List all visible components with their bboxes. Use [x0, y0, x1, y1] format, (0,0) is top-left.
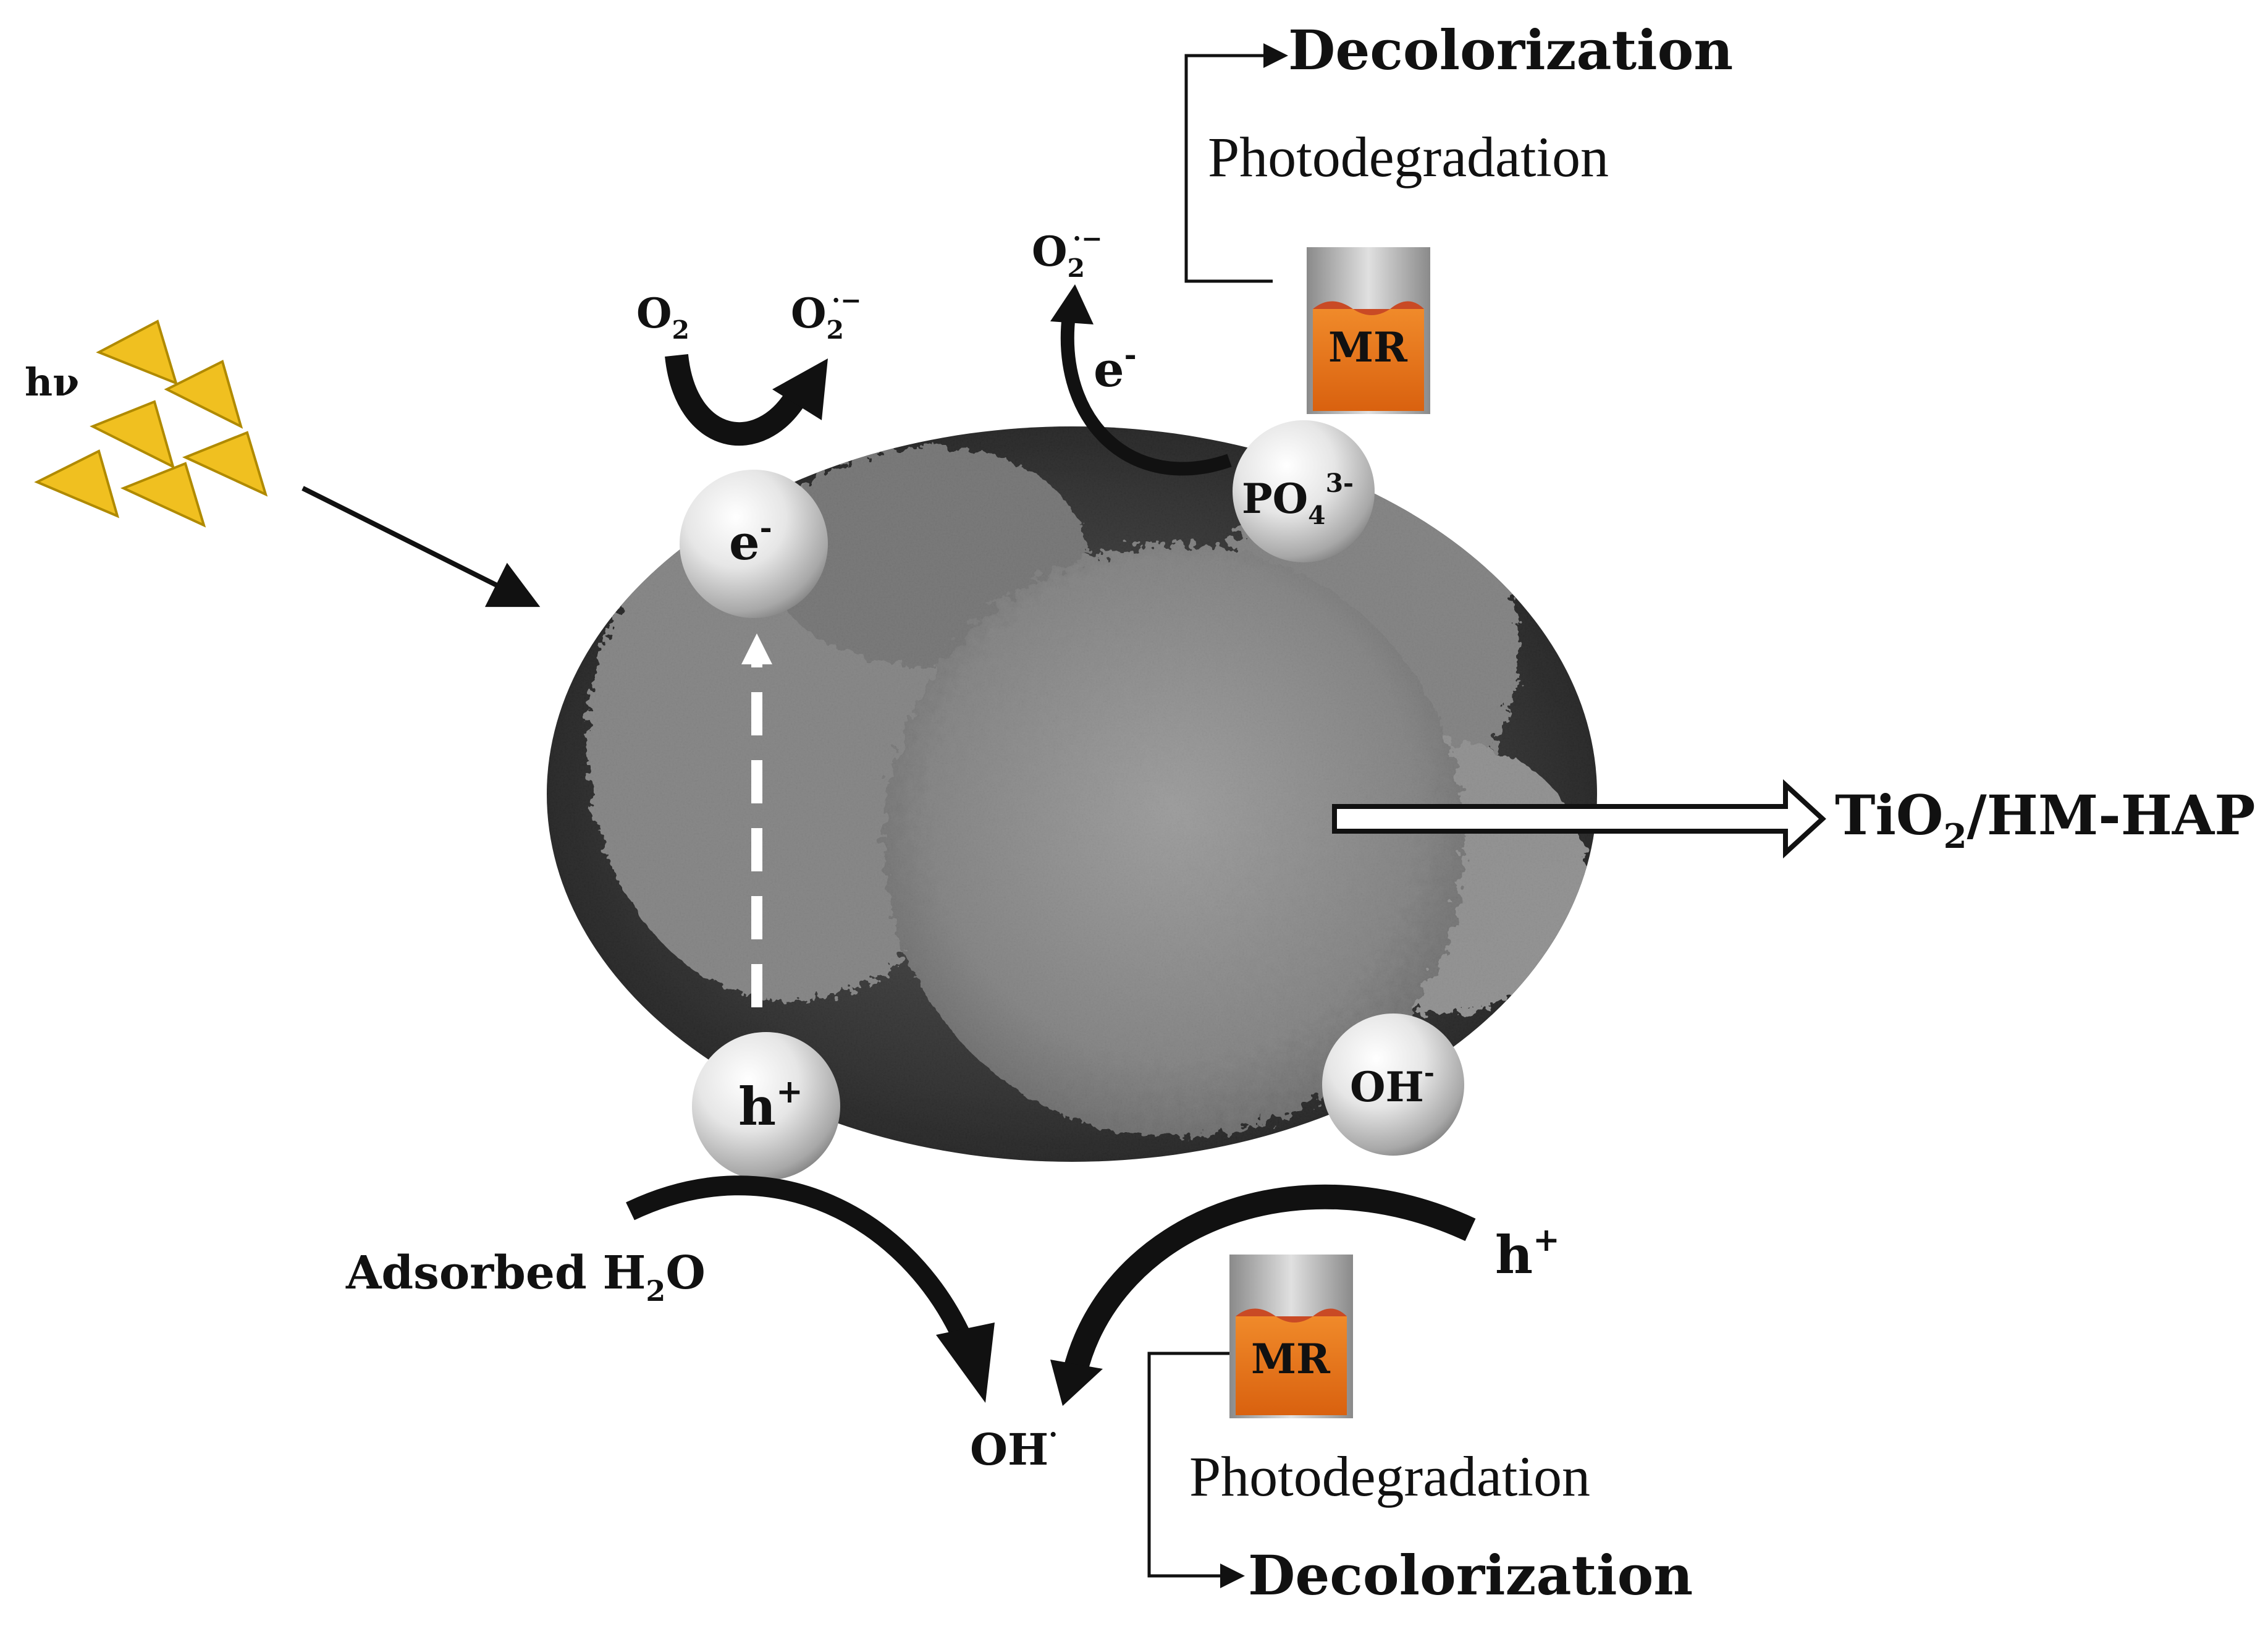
hydroxide-particle: OH-: [1322, 1014, 1464, 1156]
adsorbed-water-label: Adsorbed H2O: [345, 1246, 706, 1308]
top-photodegradation: Photodegradation: [1208, 125, 1609, 188]
svg-text:OH-: OH-: [1350, 1058, 1435, 1111]
svg-text:e-: e-: [729, 511, 772, 571]
mr-vial-top: [1307, 247, 1430, 414]
bottom-photodegradation: Photodegradation: [1189, 1445, 1590, 1508]
hole-label-bottom: h+: [1495, 1221, 1560, 1285]
phosphate-particle: PO43-: [1233, 420, 1375, 562]
hv-label: hν: [25, 360, 79, 405]
svg-text:h+: h+: [738, 1073, 803, 1137]
electron-label-top: e-: [1094, 338, 1137, 398]
superoxide-label-right: O2·−: [1032, 224, 1103, 283]
hydroxyl-radical-label: OH·: [970, 1419, 1058, 1475]
light-triangles: [34, 320, 268, 528]
mr-label-bottom: MR: [1251, 1335, 1331, 1383]
electron-particle: e-: [680, 470, 828, 618]
bottom-decolorization: Decolorization: [1248, 1543, 1693, 1607]
hole-to-radical-arrow: [1063, 1184, 1476, 1375]
water-oxidation-arrow: [626, 1175, 973, 1345]
light-arrow: [301, 486, 541, 607]
superoxide-label-left: O2·−: [791, 286, 862, 345]
svg-text:PO43-: PO43-: [1242, 468, 1354, 530]
phosphate-electron-arrow: [1060, 314, 1232, 476]
top-flow-connector: [1184, 43, 1288, 283]
o2-label: O2: [636, 289, 689, 345]
bottom-flow-connector: [1147, 1352, 1245, 1588]
oxygen-reduction-arrow: [665, 353, 807, 446]
material-arrow: [1332, 779, 1826, 859]
mr-vial-bottom: [1229, 1255, 1353, 1418]
material-label: TiO2/HM-HAP: [1835, 783, 2255, 856]
top-decolorization: Decolorization: [1288, 18, 1733, 82]
hole-particle: h+: [692, 1032, 840, 1180]
mr-label-top: MR: [1328, 323, 1408, 371]
